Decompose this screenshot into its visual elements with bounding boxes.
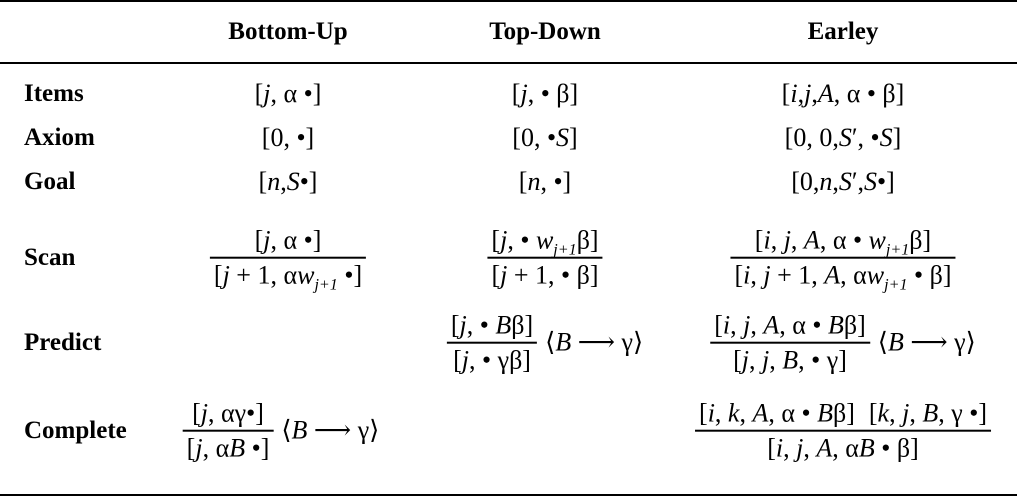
inference-bar	[695, 429, 991, 432]
predict-top-down-consequent: [j, • γβ]	[453, 345, 531, 375]
complete-bottom-up-antecedent: [j, αγ•]	[192, 398, 264, 428]
row-label-scan: Scan	[24, 244, 76, 271]
complete-earley-antecedent-2: [k, j, B, γ •]	[868, 398, 987, 428]
column-header-bottom-up: Bottom-Up	[228, 18, 348, 45]
scan-bottom-up-antecedent: [j, α •]	[254, 225, 322, 255]
complete-earley-antecedent-1: [i, k, A, α • Bβ]	[699, 398, 855, 428]
bottom-rule	[0, 494, 1017, 496]
items-bottom-up: [j, α •]	[254, 79, 322, 108]
predict-top-down-antecedent: [j, • Bβ]	[450, 310, 534, 340]
complete-bottom-up-consequent: [j, αB •]	[186, 433, 270, 463]
row-label-complete: Complete	[24, 417, 127, 444]
scan-top-down-antecedent: [j, • wj+1β]	[491, 225, 599, 259]
predict-earley-antecedent: [i, j, A, α • Bβ]	[714, 310, 866, 340]
complete-earley-antecedents: [i, k, A, α • Bβ] [k, j, B, γ •]	[695, 399, 991, 430]
scan-top-down-rule: [j, • wj+1β] [j + 1, • β]	[487, 225, 603, 291]
predict-earley: [i, j, A, α • Bβ] [j, j, B, • γ] ⟨B ⟶ γ⟩	[710, 311, 976, 376]
axiom-earley: [0, 0, S′, • S]	[784, 123, 902, 152]
complete-earley: [i, k, A, α • Bβ] [k, j, B, γ •] [i, j, …	[695, 399, 991, 464]
axiom-top-down: [0, • S]	[512, 123, 578, 152]
column-header-top-down: Top-Down	[489, 18, 601, 45]
header-rule	[0, 62, 1017, 64]
scan-top-down: [j, • wj+1β] [j + 1, • β]	[487, 225, 603, 291]
scan-earley: [i, j, A, α • wj+1β] [i, j + 1, A, αwj+1…	[730, 225, 956, 293]
items-top-down: [j, • β]	[511, 79, 579, 108]
inference-bar	[182, 429, 274, 432]
scan-top-down-consequent: [j + 1, • β]	[491, 260, 599, 290]
predict-earley-consequent: [j, j, B, • γ]	[733, 345, 847, 375]
predict-earley-side-condition: ⟨B ⟶ γ⟩	[877, 328, 976, 357]
top-rule	[0, 0, 1017, 2]
row-label-items: Items	[24, 80, 84, 107]
inference-bar	[446, 341, 538, 344]
items-earley: [i, j, A, α • β]	[781, 79, 905, 108]
axiom-bottom-up: [0, •]	[261, 123, 315, 152]
row-label-goal: Goal	[24, 168, 76, 195]
scan-bottom-up-rule: [j, α •] [j + 1, αwj+1 •]	[209, 225, 367, 293]
predict-top-down: [j, • Bβ] [j, • γβ] ⟨B ⟶ γ⟩	[446, 310, 644, 376]
inference-bar	[710, 341, 870, 344]
goal-earley: [0, n, S′, S •]	[791, 167, 895, 196]
goal-bottom-up: [n, S •]	[258, 167, 318, 196]
predict-top-down-side-condition: ⟨B ⟶ γ⟩	[545, 328, 644, 357]
complete-bottom-up-rule: [j, αγ•] [j, αB •]	[182, 398, 274, 464]
complete-bottom-up: [j, αγ•] [j, αB •] ⟨B ⟶ γ⟩	[182, 398, 380, 464]
column-header-earley: Earley	[807, 18, 879, 45]
predict-top-down-rule: [j, • Bβ] [j, • γβ]	[446, 310, 538, 376]
scan-earley-rule: [i, j, A, α • wj+1β] [i, j + 1, A, αwj+1…	[730, 225, 956, 293]
complete-earley-consequent: [i, j, A, αB • β]	[767, 433, 919, 463]
scan-bottom-up: [j, α •] [j + 1, αwj+1 •]	[209, 225, 367, 293]
inference-bar	[209, 256, 367, 259]
goal-top-down: [n, •]	[518, 167, 572, 196]
complete-earley-rule: [i, k, A, α • Bβ] [k, j, B, γ •] [i, j, …	[695, 399, 991, 464]
scan-earley-antecedent: [i, j, A, α • wj+1β]	[754, 225, 932, 259]
inference-bar	[730, 256, 956, 259]
predict-earley-rule: [i, j, A, α • Bβ] [j, j, B, • γ]	[710, 311, 870, 376]
scan-earley-consequent: [i, j + 1, A, αwj+1 • β]	[734, 260, 952, 293]
inference-bar	[487, 256, 603, 259]
row-label-axiom: Axiom	[24, 124, 95, 151]
scan-bottom-up-consequent: [j + 1, αwj+1 •]	[213, 260, 363, 293]
row-label-predict: Predict	[24, 329, 102, 356]
complete-bottom-up-side-condition: ⟨B ⟶ γ⟩	[281, 416, 380, 445]
